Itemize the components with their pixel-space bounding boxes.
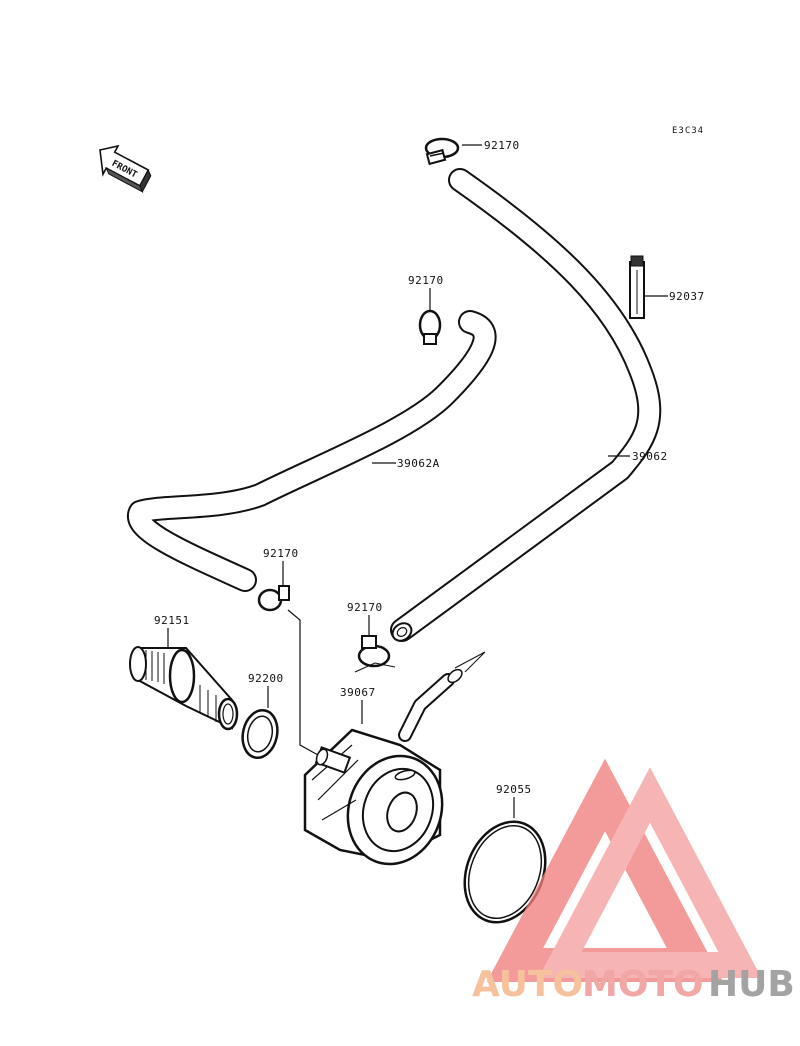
clamp-top-icon: [424, 137, 460, 166]
watermark-hub: HUB: [708, 964, 795, 1005]
hose-short-39062a: [127, 310, 497, 592]
grommet-92037-icon: [629, 255, 645, 319]
label-o-ring: 92055: [496, 783, 532, 796]
clamp-center-icon: [357, 635, 391, 668]
label-bolt: 92151: [154, 614, 190, 627]
clamp-left-icon: [257, 585, 290, 612]
oil-cooler-39067-icon: [303, 668, 463, 866]
washer-92200-icon: [241, 709, 279, 759]
sheet-code: E3C34: [672, 126, 704, 136]
label-clamp-center: 92170: [347, 601, 383, 614]
bolt-92151-icon: [129, 646, 239, 731]
label-hose-long: 39062: [632, 450, 668, 463]
label-washer: 92200: [248, 672, 284, 685]
label-clamp-upper-mid: 92170: [408, 274, 444, 287]
label-grommet: 92037: [669, 290, 705, 303]
label-clamp-left: 92170: [263, 547, 299, 560]
watermark-moto: MOTO: [582, 964, 704, 1005]
clamp-upper-mid-icon: [418, 309, 442, 345]
front-arrow-icon: FRONT: [99, 144, 152, 193]
watermark-logo: AUTO MOTO HUB: [472, 758, 795, 1005]
hose-long-39062: [390, 168, 662, 642]
label-oil-cooler: 39067: [340, 686, 376, 699]
watermark-auto: AUTO: [472, 964, 583, 1005]
label-clamp-top: 92170: [484, 139, 520, 152]
label-hose-short: 39062A: [397, 457, 440, 470]
